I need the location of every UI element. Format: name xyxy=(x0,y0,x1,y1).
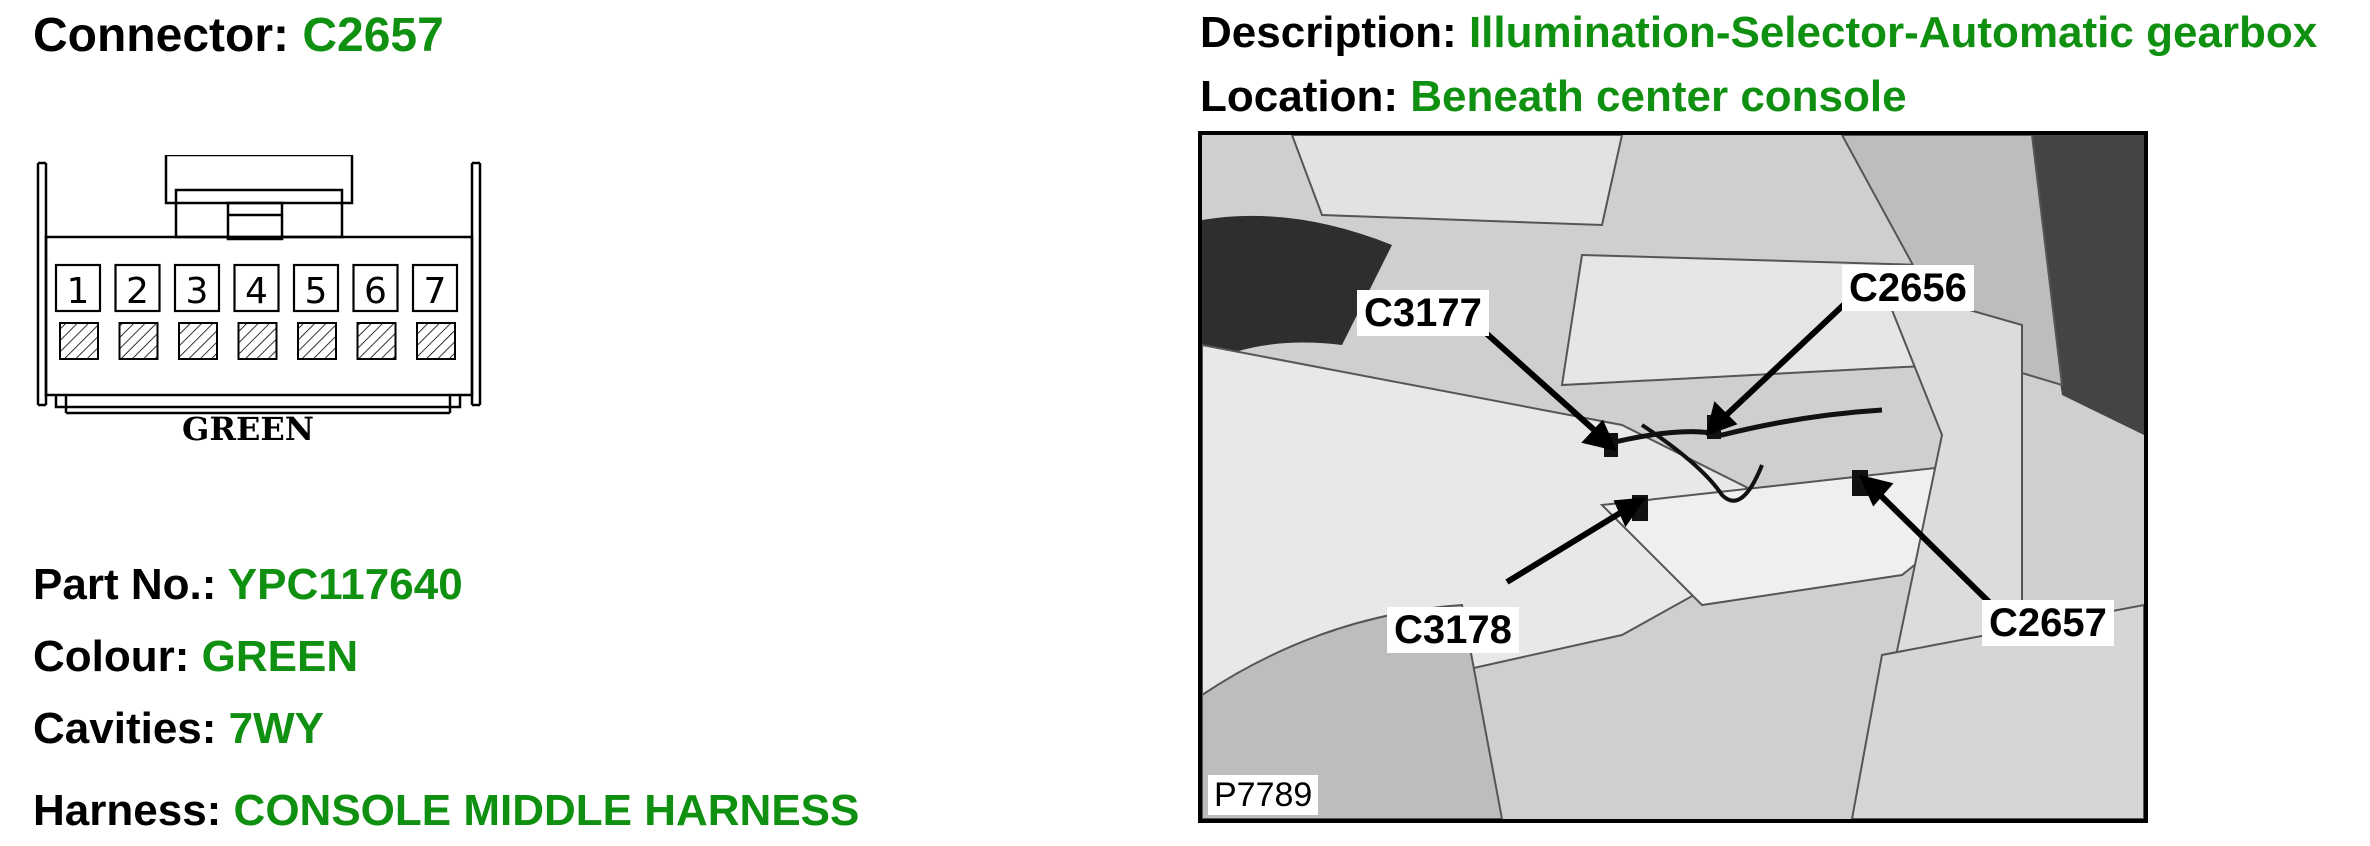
connector-heading: Connector: C2657 xyxy=(33,8,444,63)
pin-number-1: 1 xyxy=(67,271,90,312)
description-value: Illumination-Selector-Automatic gearbox xyxy=(1468,8,2318,57)
pin-box-1 xyxy=(54,263,102,313)
cavities-value: 7WY xyxy=(228,704,325,753)
pin-box-5 xyxy=(292,263,340,313)
pin-cavity-3 xyxy=(178,322,218,360)
part-no-line: Part No.: YPC117640 xyxy=(33,560,463,610)
description-line: Description: Illumination-Selector-Autom… xyxy=(1200,8,2317,58)
pin-cavity-4 xyxy=(237,322,278,360)
colour-label: Colour: xyxy=(33,632,190,681)
photo-id-label: P7789 xyxy=(1208,775,1319,815)
colour-value: GREEN xyxy=(201,632,359,681)
part-no-label: Part No.: xyxy=(33,560,217,609)
photo-illustration xyxy=(1202,135,2144,819)
part-no-value: YPC117640 xyxy=(227,560,463,609)
callout-c3178: C3178 xyxy=(1387,607,1519,653)
harness-line: Harness: CONSOLE MIDDLE HARNESS xyxy=(33,786,859,836)
harness-value: CONSOLE MIDDLE HARNESS xyxy=(233,786,860,835)
harness-label: Harness: xyxy=(33,786,222,835)
colour-line: Colour: GREEN xyxy=(33,632,358,682)
location-value: Beneath center console xyxy=(1410,72,1907,121)
pin-number-4: 4 xyxy=(245,271,268,312)
location-photo: C3177 C2656 C3178 C2657 P7789 xyxy=(1198,131,2148,823)
pin-box-6 xyxy=(352,263,399,313)
pin-number-2: 2 xyxy=(126,271,149,312)
pin-cavity-7 xyxy=(416,322,456,360)
pin-box-4 xyxy=(233,263,280,313)
connector-id: C2657 xyxy=(302,9,444,62)
description-label: Description: xyxy=(1200,8,1457,57)
pin-box-2 xyxy=(114,263,161,313)
pin-cavity-2 xyxy=(118,322,159,360)
pin-cavity-5 xyxy=(297,322,337,360)
location-label: Location: xyxy=(1200,72,1398,121)
callout-c2656: C2656 xyxy=(1842,265,1974,311)
callout-c3177: C3177 xyxy=(1357,290,1489,336)
pin-cavity-1 xyxy=(59,322,99,360)
cavities-line: Cavities: 7WY xyxy=(33,704,324,754)
pin-number-6: 6 xyxy=(364,271,387,312)
pin-cavity-6 xyxy=(356,322,397,360)
pin-number-3: 3 xyxy=(186,271,209,312)
cavities-label: Cavities: xyxy=(33,704,217,753)
location-line: Location: Beneath center console xyxy=(1200,72,1907,122)
pin-number-5: 5 xyxy=(305,271,328,312)
diagram-color-label: GREEN xyxy=(182,410,314,448)
callout-c2657: C2657 xyxy=(1982,600,2114,646)
pin-box-3 xyxy=(173,263,221,313)
pin-number-7: 7 xyxy=(424,271,447,312)
connector-label: Connector: xyxy=(33,9,289,62)
pin-box-7 xyxy=(411,263,459,313)
